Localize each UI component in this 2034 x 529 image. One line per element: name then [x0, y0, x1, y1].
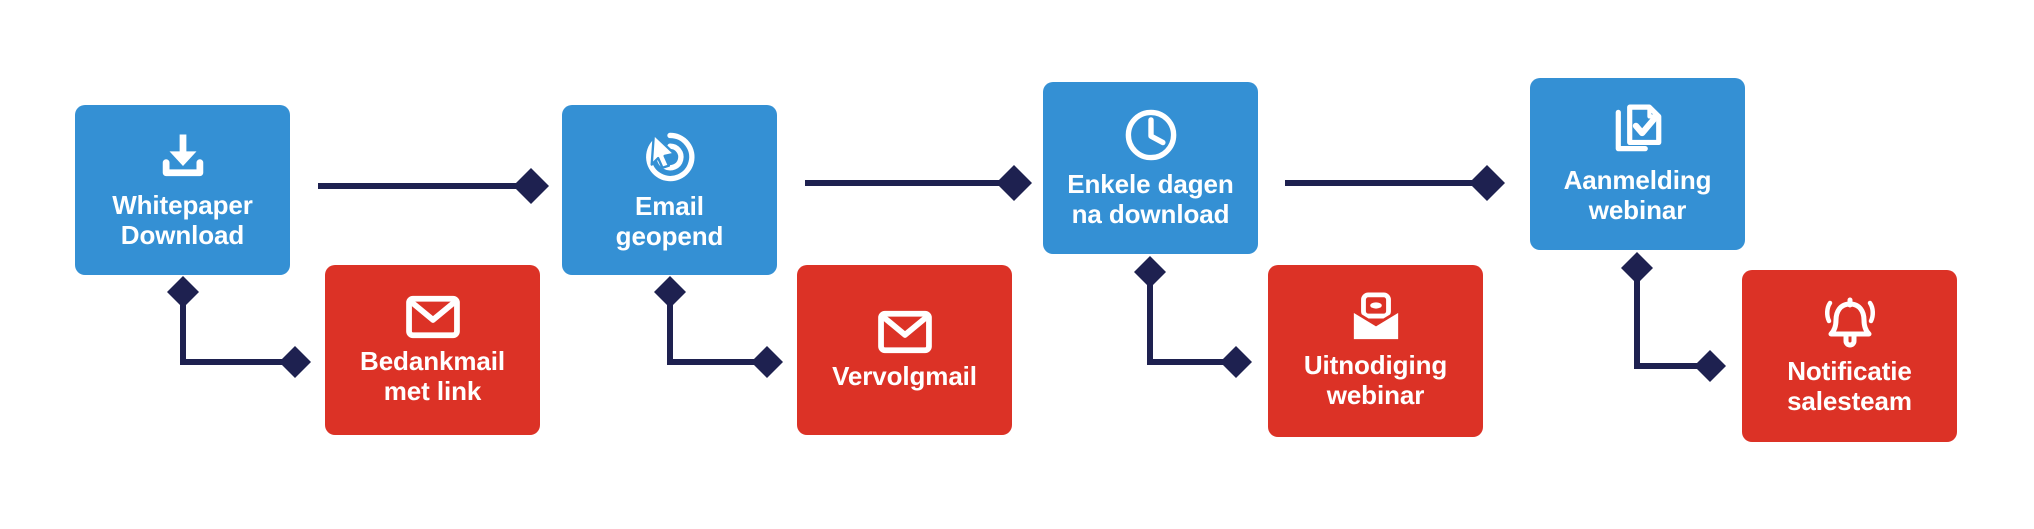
node-whitepaper-download[interactable]: Whitepaper Download	[75, 105, 290, 275]
clock-icon	[1123, 107, 1179, 163]
connector-dagen-to-aanmelding	[1285, 165, 1505, 201]
connector-whitepaper-to-email	[318, 168, 549, 204]
envelope-icon	[876, 309, 934, 355]
node-label: Bedankmail met link	[360, 345, 505, 406]
open-envelope-icon	[1347, 292, 1405, 344]
download-icon	[156, 130, 210, 184]
node-aanmelding-webinar[interactable]: Aanmelding webinar	[1530, 78, 1745, 250]
node-vervolgmail[interactable]: Vervolgmail	[797, 265, 1012, 435]
connector-aanmelding-to-notificatie	[1621, 252, 1726, 382]
connector-email-to-dagen	[805, 165, 1032, 201]
document-check-icon	[1610, 103, 1666, 159]
node-email-geopend[interactable]: Email geopend	[562, 105, 777, 275]
node-label: Uitnodiging webinar	[1303, 349, 1448, 410]
node-label: Whitepaper Download	[112, 189, 253, 250]
click-target-icon	[642, 129, 698, 185]
node-bedankmail-met-link[interactable]: Bedankmail met link	[325, 265, 540, 435]
node-label: Enkele dagen na download	[1067, 168, 1234, 229]
envelope-icon	[404, 294, 462, 340]
node-label: Email geopend	[615, 190, 724, 251]
connector-whitepaper-to-bedankmail	[167, 276, 311, 378]
node-label: Vervolgmail	[832, 360, 977, 391]
node-uitnodiging-webinar[interactable]: Uitnodiging webinar	[1268, 265, 1483, 437]
bell-ring-icon	[1822, 296, 1878, 350]
node-label: Notificatie salesteam	[1787, 355, 1912, 416]
node-notificatie-salesteam[interactable]: Notificatie salesteam	[1742, 270, 1957, 442]
connector-email-to-vervolgmail	[654, 276, 783, 378]
node-label: Aanmelding webinar	[1563, 164, 1712, 225]
connector-dagen-to-uitnodiging	[1134, 256, 1252, 378]
node-enkele-dagen-na-download[interactable]: Enkele dagen na download	[1043, 82, 1258, 254]
